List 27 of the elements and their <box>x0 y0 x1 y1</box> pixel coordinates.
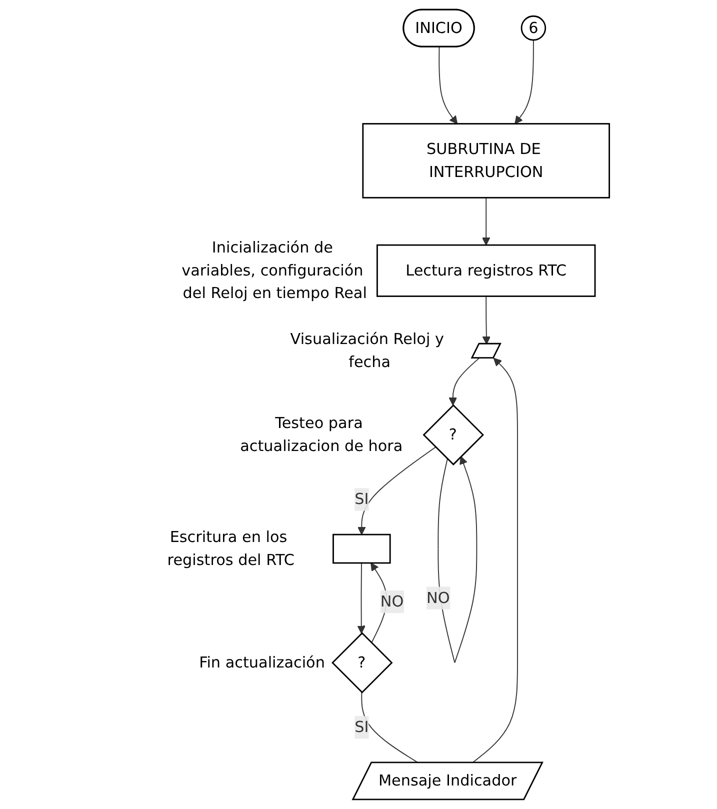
arrow <box>482 296 491 344</box>
node-label: Testeo para actualizacion de hora <box>240 414 403 455</box>
arrow <box>514 40 534 124</box>
arrow <box>438 46 458 124</box>
node-box: SUBRUTINA DE INTERRUPCION <box>362 123 610 198</box>
arrow <box>472 358 518 764</box>
edge-label: NO <box>426 588 450 607</box>
edge-label: NO <box>380 592 404 610</box>
node-diamond: ? <box>422 404 484 466</box>
node-box <box>332 534 391 564</box>
arrow <box>370 562 388 644</box>
node-diamond: ? <box>332 632 393 694</box>
node-box: Lectura registros RTC <box>376 244 596 297</box>
edge-label: SI <box>354 718 369 736</box>
arrow <box>448 358 480 406</box>
connector <box>361 692 419 764</box>
edge-label: SI <box>354 490 369 508</box>
node-label: Escritura en los registros del RTC <box>167 528 294 569</box>
arrow <box>358 446 436 535</box>
node-parallelogram <box>470 342 502 359</box>
arrow <box>482 197 490 246</box>
node-circle: 6 <box>520 15 546 41</box>
node-label: Visualización Reloj y fecha <box>290 330 444 371</box>
node-label: Fin actualización <box>199 653 325 672</box>
arrow <box>357 562 366 634</box>
node-label: Inicialización de variables, configuración del Reloj en tiempo Real <box>182 238 367 302</box>
arrow <box>438 456 478 664</box>
